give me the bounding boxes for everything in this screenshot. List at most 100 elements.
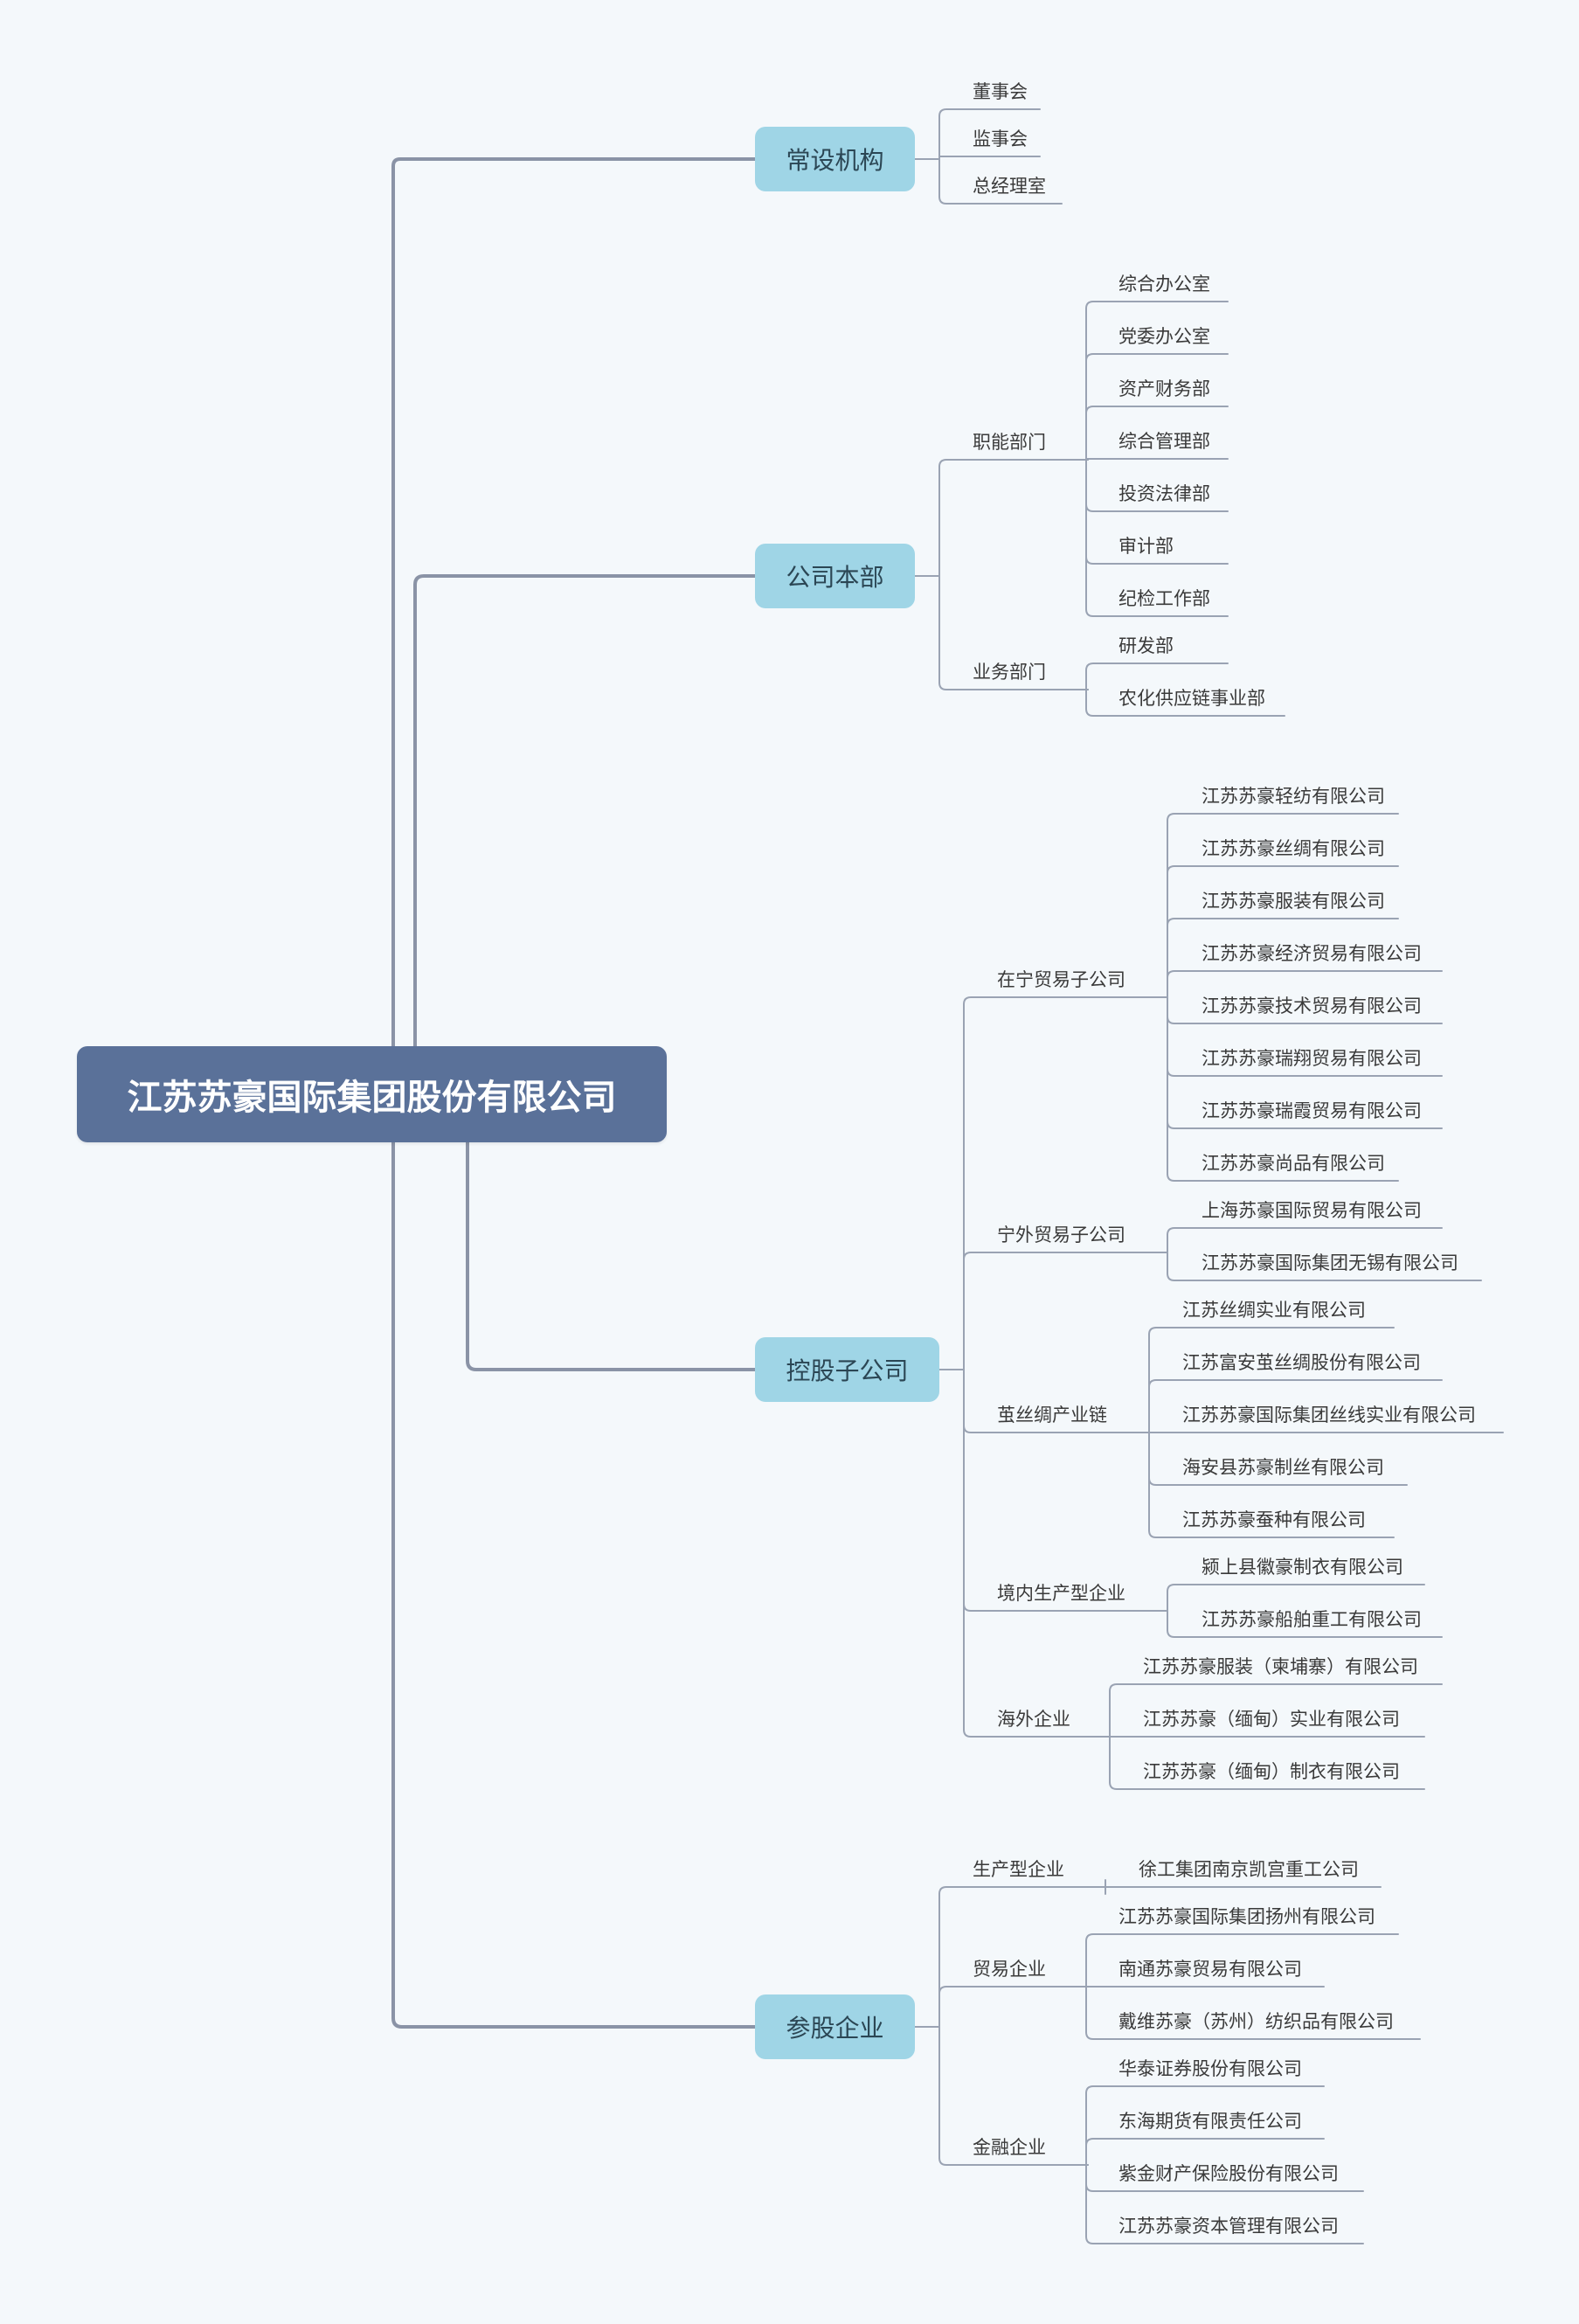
connector-line (1085, 663, 1229, 671)
connector-line (1085, 2236, 1364, 2244)
leaf-item[interactable]: 江苏苏豪国际集团丝线实业有限公司 (1182, 1405, 1476, 1426)
leaf-item[interactable]: 研发部 (1118, 635, 1174, 656)
leaf-item[interactable]: 江苏苏豪尚品有限公司 (1202, 1153, 1385, 1174)
connector-line (1085, 1933, 1399, 1942)
connector-line (938, 196, 1063, 205)
connector-line (938, 682, 1089, 690)
group-business-depts[interactable]: 业务部门 (973, 662, 1046, 683)
group-trade-enterprises[interactable]: 贸易企业 (973, 1959, 1046, 1980)
connector-line (1167, 1068, 1443, 1077)
branch-headquarters[interactable]: 公司本部 (755, 544, 915, 608)
leaf-item[interactable]: 江苏苏豪瑞翔贸易有限公司 (1202, 1048, 1422, 1069)
connector-line (1167, 1629, 1443, 1638)
connector-line (1167, 1016, 1443, 1024)
connector-line (938, 2157, 1089, 2166)
connector-line (1085, 301, 1229, 309)
connector-line (1148, 1379, 1443, 1388)
group-production-enterprises[interactable]: 生产型企业 (973, 1859, 1064, 1880)
leaf-item[interactable]: 紫金财产保险股份有限公司 (1118, 2163, 1339, 2184)
leaf-item[interactable]: 农化供应链事业部 (1118, 688, 1265, 709)
connector-line (963, 1603, 1135, 1612)
leaf-item[interactable]: 颍上县徽豪制衣有限公司 (1202, 1557, 1403, 1578)
connector-line (1167, 1227, 1443, 1236)
connector-line (1085, 2183, 1364, 2192)
leaf-item[interactable]: 上海苏豪国际贸易有限公司 (1202, 1200, 1422, 1221)
group-financial-enterprises[interactable]: 金融企业 (973, 2137, 1046, 2158)
connector-line (1109, 1683, 1443, 1692)
branch-equity-participation[interactable]: 参股企业 (755, 1994, 915, 2059)
leaf-item[interactable]: 江苏苏豪资本管理有限公司 (1118, 2216, 1339, 2237)
leaf-item[interactable]: 江苏苏豪瑞霞贸易有限公司 (1202, 1100, 1422, 1121)
leaf-general-manager-office[interactable]: 总经理室 (973, 176, 1046, 197)
connector-line (963, 1425, 1135, 1433)
leaf-item[interactable]: 江苏苏豪（缅甸）实业有限公司 (1143, 1709, 1400, 1730)
group-outside-nanjing-subsidiaries[interactable]: 宁外贸易子公司 (997, 1224, 1125, 1245)
connector-line (1167, 1173, 1399, 1182)
leaf-item[interactable]: 江苏苏豪国际集团无锡有限公司 (1202, 1252, 1458, 1273)
branch-holding-subsidiaries[interactable]: 控股子公司 (755, 1337, 939, 1402)
connector-line (1085, 353, 1229, 362)
leaf-item[interactable]: 党委办公室 (1118, 326, 1210, 347)
root-node[interactable]: 江苏苏豪国际集团股份有限公司 (77, 1046, 667, 1142)
leaf-item[interactable]: 江苏苏豪轻纺有限公司 (1202, 786, 1385, 807)
leaf-item[interactable]: 资产财务部 (1118, 378, 1210, 399)
connector-line (963, 996, 1135, 1005)
leaf-item[interactable]: 江苏苏豪丝绸有限公司 (1202, 838, 1385, 859)
leaf-item[interactable]: 江苏富安茧丝绸股份有限公司 (1182, 1352, 1421, 1373)
leaf-item[interactable]: 东海期货有限责任公司 (1118, 2111, 1302, 2132)
leaf-item[interactable]: 纪检工作部 (1118, 588, 1210, 609)
branch-permanent-organs[interactable]: 常设机构 (755, 127, 915, 191)
group-domestic-production[interactable]: 境内生产型企业 (997, 1583, 1125, 1604)
leaf-item[interactable]: 南通苏豪贸易有限公司 (1118, 1959, 1302, 1980)
connector-line (1167, 813, 1399, 822)
connector-line (1085, 2138, 1325, 2147)
connector-line (1085, 503, 1229, 512)
connector-line (938, 459, 1089, 468)
connector-line (1085, 2085, 1325, 2094)
leaf-item[interactable]: 综合管理部 (1118, 431, 1210, 452)
leaf-item[interactable]: 海安县苏豪制丝有限公司 (1182, 1457, 1384, 1478)
connector-line (1167, 1120, 1443, 1129)
leaf-item[interactable]: 江苏丝绸实业有限公司 (1182, 1300, 1366, 1321)
leaf-item[interactable]: 江苏苏豪服装（柬埔寨）有限公司 (1143, 1656, 1418, 1677)
connector-line (1148, 1477, 1408, 1486)
connector-line (1085, 556, 1229, 565)
connector-line (1148, 1327, 1395, 1335)
connector-line (1085, 708, 1285, 717)
leaf-item[interactable]: 江苏苏豪国际集团扬州有限公司 (1118, 1906, 1375, 1927)
connector-line (466, 1141, 757, 1371)
leaf-item[interactable]: 戴维苏豪（苏州）纺织品有限公司 (1118, 2011, 1394, 2032)
connector-line (1085, 608, 1229, 617)
connector-line (1167, 1584, 1425, 1592)
connector-line (963, 1729, 1135, 1738)
group-silk-chain[interactable]: 茧丝绸产业链 (997, 1405, 1107, 1426)
leaf-item[interactable]: 江苏苏豪（缅甸）制衣有限公司 (1143, 1761, 1400, 1782)
leaf-item[interactable]: 徐工集团南京凯宫重工公司 (1139, 1859, 1359, 1880)
leaf-item[interactable]: 审计部 (1118, 536, 1174, 557)
group-functional-depts[interactable]: 职能部门 (973, 432, 1046, 453)
connector-line (1085, 2031, 1421, 2040)
connector-line (1167, 865, 1399, 874)
connector-line (391, 157, 757, 1051)
group-nanjing-trade-subsidiaries[interactable]: 在宁贸易子公司 (997, 969, 1125, 990)
leaf-board-of-directors[interactable]: 董事会 (973, 81, 1028, 102)
connector-line (938, 1986, 1089, 1994)
leaf-item[interactable]: 投资法律部 (1118, 483, 1210, 504)
group-overseas[interactable]: 海外企业 (997, 1709, 1070, 1730)
connector-line (1085, 406, 1229, 414)
leaf-item[interactable]: 华泰证券股份有限公司 (1118, 2058, 1302, 2079)
leaf-item[interactable]: 江苏苏豪经济贸易有限公司 (1202, 943, 1422, 964)
connector-line (938, 108, 1041, 117)
connector-line (963, 1252, 1135, 1260)
connector-line (1167, 918, 1399, 926)
leaf-supervisory-board[interactable]: 监事会 (973, 128, 1028, 149)
leaf-item[interactable]: 江苏苏豪船舶重工有限公司 (1202, 1609, 1422, 1630)
connector-line (1167, 970, 1443, 979)
leaf-item[interactable]: 江苏苏豪服装有限公司 (1202, 891, 1385, 912)
leaf-item[interactable]: 江苏苏豪技术贸易有限公司 (1202, 996, 1422, 1016)
connector-line (938, 1886, 1089, 1895)
leaf-item[interactable]: 综合办公室 (1118, 274, 1210, 295)
leaf-item[interactable]: 江苏苏豪蚕种有限公司 (1182, 1509, 1366, 1530)
